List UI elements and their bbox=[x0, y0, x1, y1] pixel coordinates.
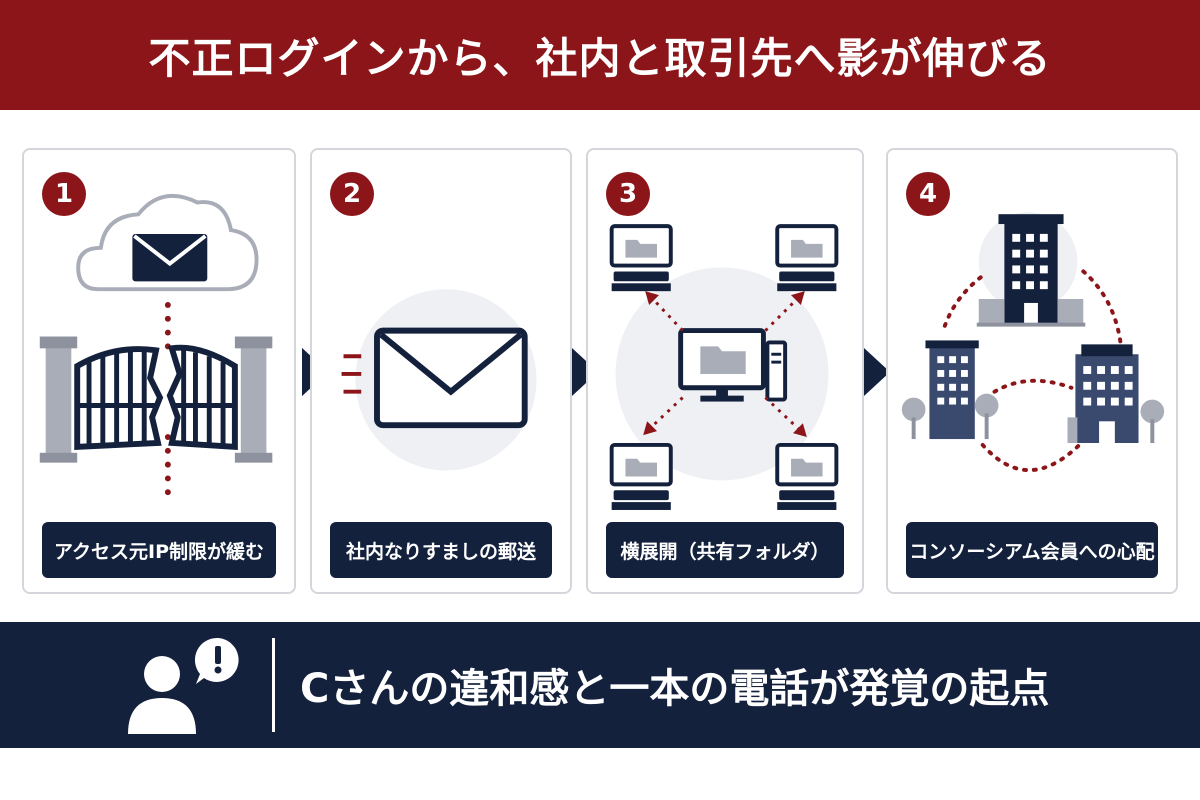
step-number-badge: 2 bbox=[330, 172, 374, 216]
step-panel-2: 2 社内なりすましの郵送 bbox=[310, 148, 572, 594]
flow-arrow-icon bbox=[864, 348, 890, 396]
step-caption: コンソーシアム会員への心配 bbox=[906, 522, 1158, 578]
person-alert-icon bbox=[128, 637, 239, 734]
step-number-badge: 3 bbox=[606, 172, 650, 216]
step-number-badge: 4 bbox=[906, 172, 950, 216]
footer-banner: Cさんの違和感と一本の電話が発覚の起点 bbox=[0, 622, 1200, 748]
cloud-mail-broken-gate-icon bbox=[39, 193, 273, 496]
step-caption: 横展開（共有フォルダ） bbox=[606, 522, 844, 578]
header-banner: 不正ログインから、社内と取引先へ影が伸びる bbox=[0, 0, 1200, 110]
step-number-badge: 1 bbox=[42, 172, 86, 216]
step-caption: アクセス元IP制限が緩む bbox=[42, 522, 276, 578]
step-panel-3: 3 横展開（共有フォルダ） bbox=[586, 148, 864, 594]
page-title: 不正ログインから、社内と取引先へ影が伸びる bbox=[148, 33, 1052, 83]
network-computers-icon bbox=[609, 224, 839, 512]
footer-message: Cさんの違和感と一本の電話が発覚の起点 bbox=[300, 666, 1050, 712]
flow-arrow-icon bbox=[572, 348, 598, 396]
buildings-network-icon bbox=[901, 212, 1165, 473]
footer-divider bbox=[272, 638, 275, 732]
step-panel-4: 4 コンソーシアム会員への心配 bbox=[886, 148, 1178, 594]
step-panel-1: 1 アクセス元IP制限が緩む bbox=[22, 148, 296, 594]
envelope-icon bbox=[341, 289, 537, 471]
step-caption: 社内なりすましの郵送 bbox=[330, 522, 552, 578]
